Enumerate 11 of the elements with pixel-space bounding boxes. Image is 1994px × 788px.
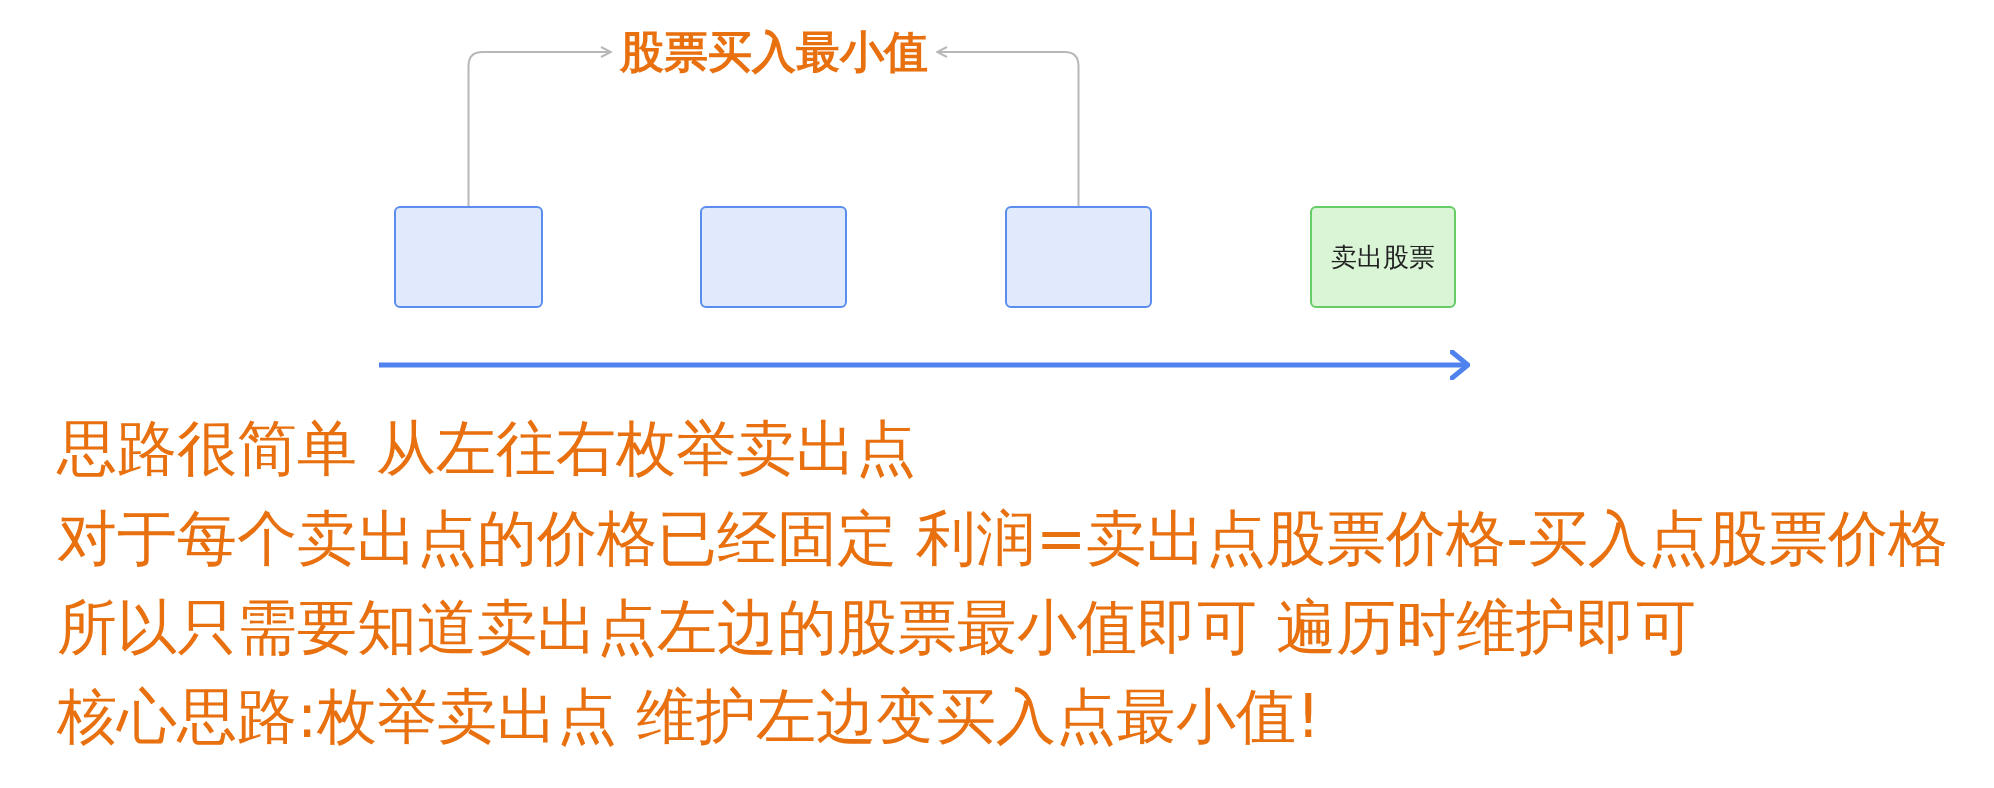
arrow <box>936 46 1080 207</box>
arrow <box>467 46 612 207</box>
note-text: 核心思路:枚举卖出点 维护左边变买入点最小值! <box>57 681 1321 751</box>
note-text: 对于每个卖出点的价格已经固定 利润=卖出点股票价格-买入点股票价格 <box>57 503 1948 573</box>
title-text: 股票买入最小值 <box>611 26 937 78</box>
note-text: 思路很简单 从左往右枚举卖出点 <box>57 413 917 483</box>
sell-box: 卖出股票 <box>1310 206 1456 308</box>
price-box <box>1005 206 1152 308</box>
note-text: 所以只需要知道卖出点左边的股票最小值即可 遍历时维护即可 <box>57 592 1697 662</box>
price-box <box>700 206 847 308</box>
price-box <box>394 206 543 308</box>
